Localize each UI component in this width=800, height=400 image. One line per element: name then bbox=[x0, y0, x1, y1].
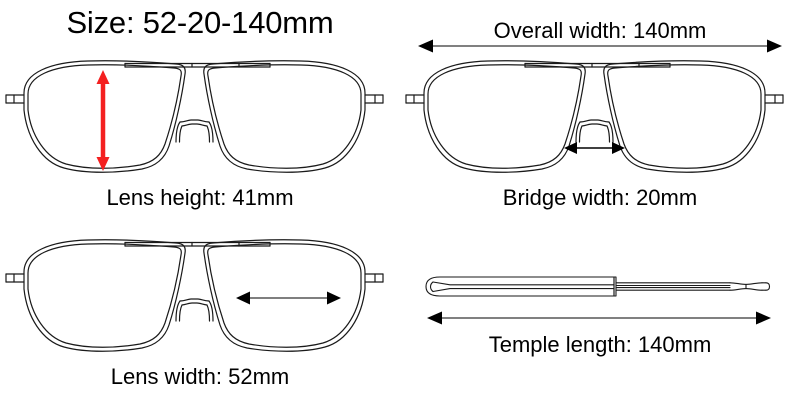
right-hinge-icon bbox=[764, 94, 784, 104]
temple-shaft-icon bbox=[613, 276, 731, 297]
left-lens-rim-icon bbox=[23, 239, 186, 352]
eyeglasses-front-view-lens-height bbox=[5, 60, 384, 173]
page-title: Size: 52-20-140mm bbox=[66, 5, 334, 40]
temple-tip-icon bbox=[425, 276, 615, 297]
eyeglasses-temple-arm bbox=[425, 276, 771, 325]
left-lens-rim-icon bbox=[423, 60, 586, 173]
caption-lens-width: Lens width: 52mm bbox=[110, 364, 290, 389]
left-hinge-icon bbox=[405, 94, 425, 104]
caption-lens-height: Lens height: 41mm bbox=[106, 185, 294, 210]
left-hinge-icon bbox=[5, 94, 25, 104]
right-lens-rim-icon bbox=[603, 60, 766, 173]
right-hinge-icon bbox=[364, 94, 384, 104]
panel-lens-height: Size: 52-20-140mm bbox=[0, 0, 400, 220]
panel-overall-width: Overall width: 140mm bbox=[400, 0, 800, 220]
right-hinge-icon bbox=[364, 273, 384, 283]
panel-lens-width: Lens width: 52mm bbox=[0, 220, 400, 400]
bridge-icon bbox=[575, 119, 614, 143]
right-lens-rim-icon bbox=[203, 60, 366, 173]
bridge-width-arrow bbox=[564, 142, 625, 154]
left-hinge-icon bbox=[5, 273, 25, 283]
label-overall-width: Overall width: 140mm bbox=[493, 18, 707, 43]
lens-height-arrow bbox=[96, 70, 110, 171]
temple-oval-detail-icon bbox=[729, 282, 771, 291]
eyeglasses-front-view-lens-width bbox=[5, 239, 384, 352]
brow-bar-icon bbox=[524, 62, 671, 68]
caption-temple-length: Temple length: 140mm bbox=[488, 332, 712, 357]
temple-length-arrow bbox=[427, 311, 771, 325]
bridge-icon bbox=[175, 119, 214, 143]
lens-width-arrow bbox=[236, 291, 341, 305]
caption-bridge-width: Bridge width: 20mm bbox=[502, 185, 698, 210]
eyeglasses-front-view-overall-width bbox=[405, 39, 784, 173]
right-lens-rim-icon bbox=[203, 239, 366, 352]
left-lens-rim-icon bbox=[23, 60, 186, 173]
panel-temple-length: Temple length: 140mm bbox=[400, 220, 800, 400]
overall-width-arrow bbox=[418, 39, 782, 53]
bridge-icon bbox=[175, 298, 214, 322]
